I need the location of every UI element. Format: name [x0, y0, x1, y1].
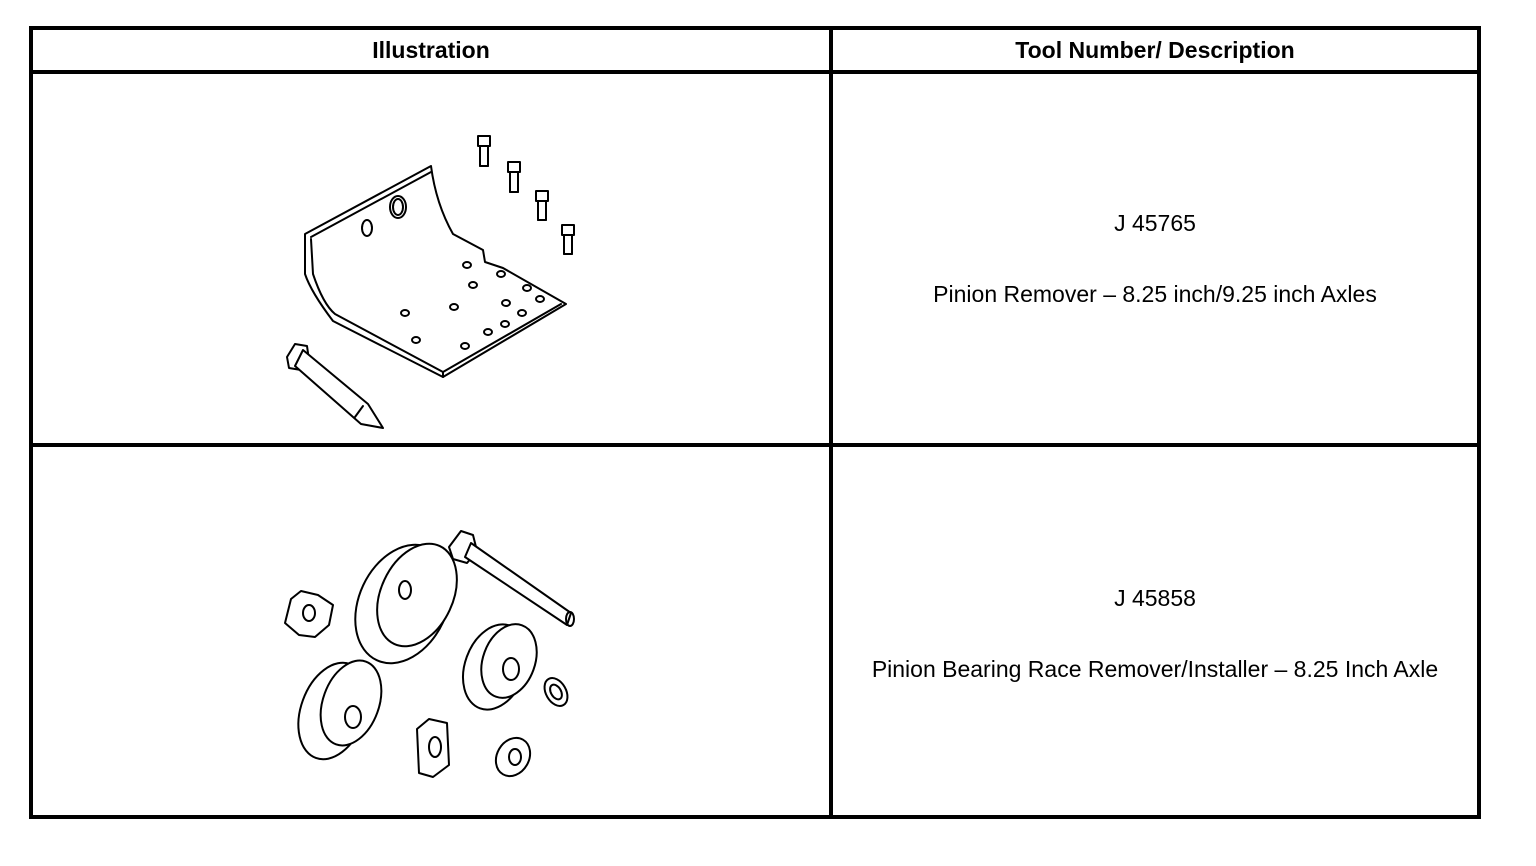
- tool-number: J 45765: [1114, 210, 1196, 236]
- bearing-race-tool-set-icon: [284, 530, 575, 778]
- row-1-illustration: [33, 74, 829, 443]
- tool-description: Pinion Bearing Race Remover/Installer – …: [871, 656, 1439, 682]
- pinion-remover-bracket-icon: [286, 135, 575, 429]
- column-divider: [829, 30, 833, 815]
- tool-table: Illustration Tool Number/ Description: [29, 26, 1481, 819]
- row-2-description-cell: J 45858 Pinion Bearing Race Remover/Inst…: [833, 585, 1477, 683]
- tool-description: Pinion Remover – 8.25 inch/9.25 inch Axl…: [933, 281, 1377, 307]
- row-1-description-cell: J 45765 Pinion Remover – 8.25 inch/9.25 …: [833, 210, 1477, 308]
- header-tool-description: Tool Number/ Description: [1015, 37, 1295, 63]
- header-illustration: Illustration: [372, 37, 490, 63]
- row-2-illustration: [33, 447, 829, 815]
- header-divider: [33, 70, 1477, 74]
- row-divider: [33, 443, 1477, 447]
- tool-number: J 45858: [1114, 585, 1196, 611]
